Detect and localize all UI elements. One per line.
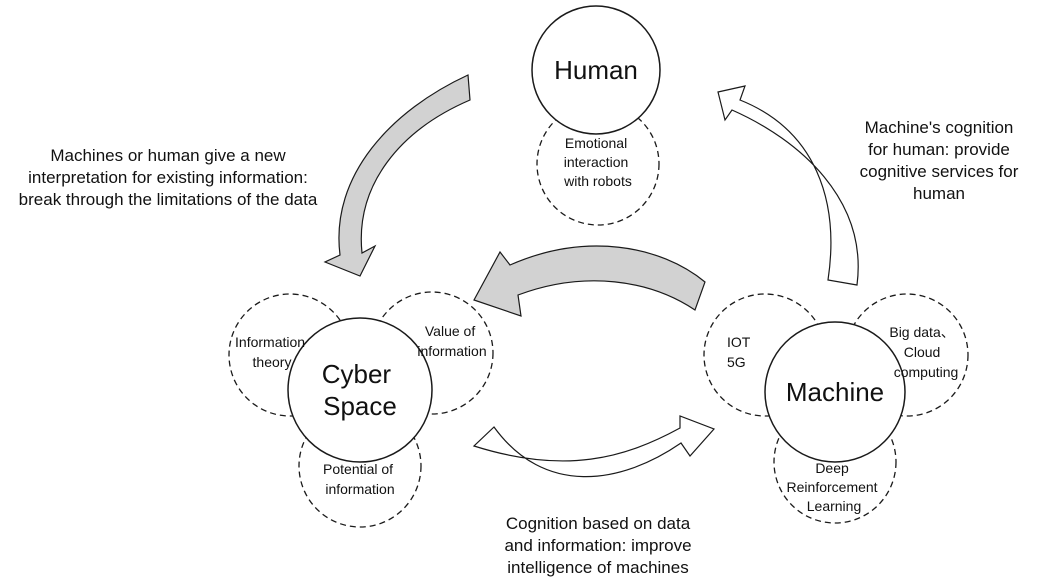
- cyberspace-main-circle: [287, 317, 433, 463]
- machine-satellite-right-line-2: Cloud: [904, 344, 941, 360]
- caption-bottom-line-1: Cognition based on data: [505, 514, 691, 533]
- human-node: Human Emotional interaction with robots: [531, 5, 661, 226]
- cyberspace-satellite-right-line-1: Value of: [425, 323, 475, 339]
- cyberspace-satellite-left-line-1: Information: [235, 334, 305, 350]
- caption-left: Machines or human give a new interpretat…: [0, 145, 336, 211]
- machine-title-line-1: Machine: [786, 377, 884, 407]
- caption-bottom: Cognition based on data and information:…: [470, 513, 726, 579]
- arrow-human-to-cyberspace: [323, 74, 471, 277]
- human-title-line-1: Human: [554, 55, 638, 85]
- machine-satellite-left-line-2: 5G: [727, 354, 746, 370]
- human-title: Human: [554, 55, 638, 85]
- human-satellite-bottom-label: Emotional interaction with robots: [563, 135, 632, 189]
- cyberspace-title-line-2: Space: [323, 391, 397, 421]
- machine-satellite-bottom-circle: [773, 400, 897, 524]
- machine-satellite-right-line-1: Big data、: [889, 324, 954, 340]
- cyberspace-satellite-left-line-2: theory: [253, 354, 292, 370]
- caption-right-line-4: human: [913, 184, 965, 203]
- machine-satellite-bottom-line-1: Deep: [815, 460, 849, 476]
- machine-satellite-bottom-label: Deep Reinforcement Learning: [787, 460, 882, 514]
- arrow-cyberspace-to-machine: [472, 415, 716, 478]
- caption-left-line-2: interpretation for existing information:: [28, 168, 308, 187]
- machine-satellite-right-line-3: computing: [894, 364, 959, 380]
- machine-satellite-left-label: IOT 5G: [727, 334, 754, 370]
- arrow-machine-to-cyberspace: [473, 245, 706, 317]
- caption-right-line-2: for human: provide: [868, 140, 1010, 159]
- caption-right: Machine's cognition for human: provide c…: [846, 117, 1032, 205]
- cyberspace-node: Cyber Space Information theory Value of …: [228, 291, 494, 528]
- arrow-machine-to-human: [717, 85, 859, 286]
- human-satellite-bottom-line-3: with robots: [563, 173, 632, 189]
- machine-satellite-right-label: Big data、 Cloud computing: [889, 324, 958, 380]
- caption-right-line-3: cognitive services for: [859, 162, 1019, 181]
- machine-title: Machine: [786, 377, 884, 407]
- cyberspace-satellite-bottom-line-1: Potential of: [323, 461, 393, 477]
- cyberspace-satellite-left-label: Information theory: [235, 334, 309, 370]
- caption-left-line-3: break through the limitations of the dat…: [18, 190, 318, 209]
- caption-left-line-1: Machines or human give a new: [50, 146, 286, 165]
- machine-node: Machine IOT 5G Big data、 Cloud computing…: [703, 293, 969, 524]
- caption-bottom-line-2: and information: improve: [504, 536, 692, 555]
- machine-satellite-left-line-1: IOT: [727, 334, 751, 350]
- cyberspace-satellite-bottom-circle: [298, 404, 422, 528]
- human-satellite-bottom-line-2: interaction: [564, 154, 629, 170]
- cyberspace-satellite-bottom-label: Potential of information: [323, 461, 397, 497]
- machine-satellite-bottom-line-2: Reinforcement: [787, 479, 878, 495]
- human-satellite-bottom-circle: [536, 102, 660, 226]
- machine-satellite-bottom-line-3: Learning: [807, 498, 862, 514]
- cyberspace-title-line-1: Cyber: [322, 359, 392, 389]
- cyberspace-title: Cyber Space: [322, 359, 399, 421]
- machine-main-circle: [764, 321, 906, 463]
- cyberspace-satellite-right-label: Value of information: [417, 323, 486, 359]
- cyberspace-satellite-right-line-2: information: [417, 343, 486, 359]
- caption-right-line-1: Machine's cognition: [864, 118, 1014, 137]
- caption-bottom-line-3: intelligence of machines: [507, 558, 689, 577]
- cyberspace-satellite-bottom-line-2: information: [325, 481, 394, 497]
- human-main-circle: [531, 5, 661, 135]
- human-satellite-bottom-line-1: Emotional: [565, 135, 627, 151]
